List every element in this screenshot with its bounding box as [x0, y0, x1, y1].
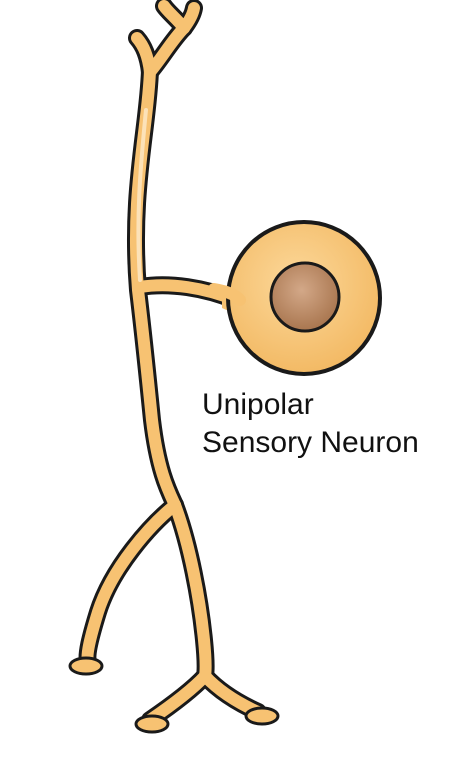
lower-left-branch-outline — [78, 496, 184, 671]
lower-left-branch — [81, 499, 181, 668]
trunk-highlight — [136, 108, 148, 282]
nucleus — [269, 261, 341, 333]
terminal-bulb-bottom-left — [134, 714, 170, 734]
lower-right-branch — [169, 499, 212, 682]
bottom-fork-left — [144, 670, 211, 726]
top-branch-tip-right — [178, 2, 200, 34]
terminal-bulb-bottom-right — [244, 706, 280, 726]
diagram-label-line-1: Unipolar — [202, 388, 314, 421]
terminal-endings — [68, 656, 280, 734]
stalk-soma-blend — [208, 283, 246, 306]
terminal-bulb-left — [68, 656, 104, 676]
diagram-label-line-2: Sensory Neuron — [202, 426, 419, 459]
neuron-outline — [78, 0, 267, 729]
neuron-fill — [81, 0, 264, 726]
top-branch-left — [131, 32, 156, 78]
